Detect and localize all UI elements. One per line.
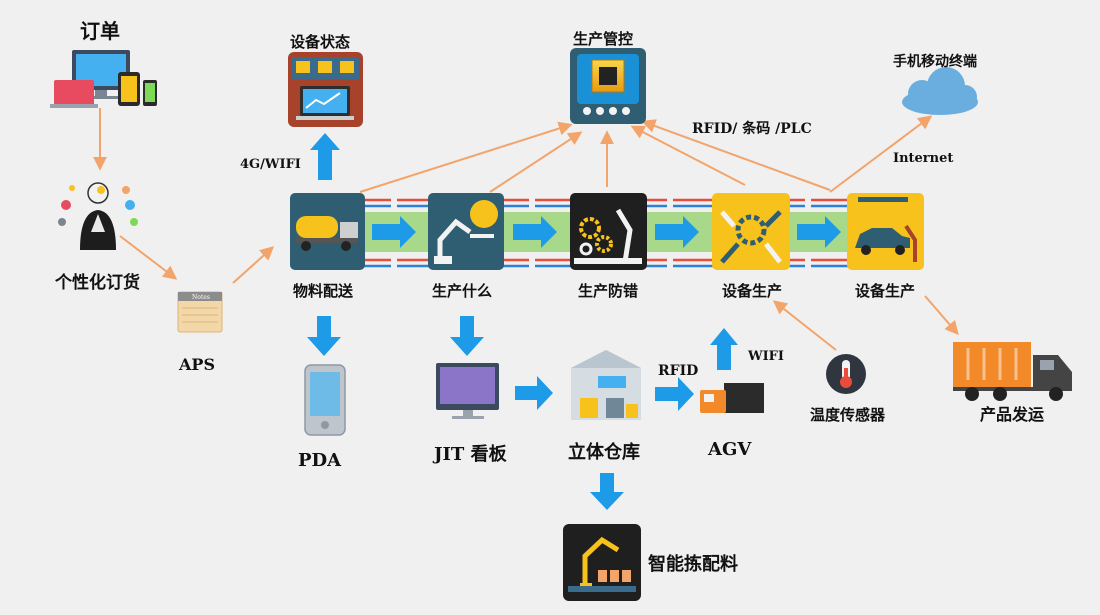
notepad-icon <box>177 291 223 333</box>
personalized-label: 个性化订货 <box>54 272 140 293</box>
robot-hands-gear-icon <box>712 193 790 270</box>
agv-label: AGV <box>707 439 752 460</box>
smart-picking-label: 智能拣配料 <box>648 553 738 575</box>
order-label: 订单 <box>80 19 120 43</box>
material-delivery-label: 物料配送 <box>293 282 354 300</box>
robot-person-icon <box>58 182 138 250</box>
equip-prod-1-label: 设备生产 <box>722 282 782 300</box>
jit-board-label: JIT 看板 <box>432 443 508 465</box>
aps-label: APS <box>178 355 215 374</box>
warehouse-label: 立体仓库 <box>568 441 640 463</box>
notes-text: Notes <box>192 294 210 301</box>
picking-robot-icon <box>563 524 641 601</box>
tanker-truck-icon <box>290 193 365 270</box>
error-proof-label: 生产防错 <box>578 282 638 300</box>
shipping-label: 产品发运 <box>980 405 1044 424</box>
prod-control-label: 生产管控 <box>573 30 633 48</box>
cloud-icon <box>902 67 978 115</box>
orange-connectors <box>93 108 959 351</box>
internet-label: Internet <box>893 151 953 166</box>
link-4g-label: 4G/WIFI <box>240 157 301 172</box>
rfid-plc-label: RFID/ 条码 /PLC <box>692 120 812 137</box>
produce-what-label: 生产什么 <box>432 282 492 300</box>
thermometer-icon <box>826 354 866 394</box>
warehouse-icon <box>571 350 641 420</box>
equip-prod-2-label: 设备生产 <box>855 282 915 300</box>
car-assembly-icon <box>847 193 924 270</box>
blue-flow-arrows <box>307 133 841 510</box>
wifi-label: WIFI <box>747 349 784 364</box>
cpu-chip-icon <box>570 48 646 124</box>
monitor-icon <box>436 363 499 419</box>
pda-label: PDA <box>298 450 342 471</box>
pda-phone-icon <box>304 364 346 436</box>
robot-arm-brain-icon <box>428 193 504 270</box>
temp-sensor-label: 温度传感器 <box>810 406 886 424</box>
factory-monitor-icon <box>288 52 363 127</box>
mobile-terminal-label: 手机移动终端 <box>893 53 977 70</box>
rfid-label: RFID <box>658 363 698 379</box>
devices-icon <box>50 50 157 108</box>
gears-robot-icon <box>570 193 647 270</box>
delivery-truck-icon <box>953 342 1072 401</box>
agv-truck-icon <box>700 383 764 413</box>
device-status-label: 设备状态 <box>290 33 350 51</box>
